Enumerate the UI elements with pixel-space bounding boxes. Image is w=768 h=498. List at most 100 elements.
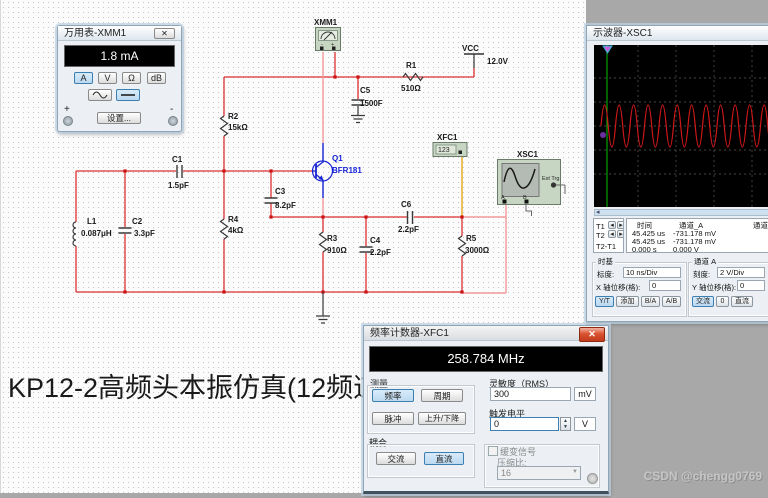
scope-h-scrollbar[interactable]: ◂ <box>594 209 768 216</box>
xsc1-instrument-icon[interactable]: XSC1 Ext Trg A B <box>497 150 566 216</box>
capacitor-c3[interactable]: C3 8.2pF <box>264 187 297 210</box>
timebase-group <box>592 262 687 317</box>
channel-a-zero-button[interactable]: 0 <box>716 296 729 307</box>
xfc1-instrument-icon[interactable]: XFC1 123 <box>432 133 468 157</box>
freq-counter-close-button[interactable]: ✕ <box>579 327 605 342</box>
channel-b-header: 通道_B <box>753 221 768 230</box>
r2-value: 15kΩ <box>228 123 248 132</box>
timebase-scale-value[interactable]: 10 ns/Div <box>623 267 681 278</box>
channel-a-group <box>688 262 768 317</box>
capacitor-c6[interactable]: C6 2.2pF <box>398 200 419 234</box>
timebase-ba-button[interactable]: B/A <box>641 296 660 307</box>
multimeter-db-button[interactable]: dB <box>147 72 166 84</box>
trigger-spinner[interactable]: ▲▼ <box>560 417 571 431</box>
c2-value: 3.3pF <box>134 229 155 238</box>
c6-value: 2.2pF <box>398 225 419 234</box>
c4-ref: C4 <box>370 236 381 245</box>
oscilloscope-titlebar[interactable]: 示波器-XSC1 <box>587 26 768 41</box>
scroll-left-icon[interactable]: ◂ <box>596 209 600 216</box>
channel-a-dc-button[interactable]: 直流 <box>731 296 753 307</box>
r3-value: 910Ω <box>327 246 347 255</box>
resistor-r4[interactable]: R4 4kΩ <box>219 215 244 240</box>
c4-value: 2.2pF <box>370 248 391 257</box>
xfc1-icon-display: 123 <box>438 147 450 154</box>
multimeter-voltage-button[interactable]: V <box>98 72 117 84</box>
ground-c5[interactable] <box>351 106 365 124</box>
timebase-add-button[interactable]: 添加 <box>616 296 639 307</box>
compression-ratio-dropdown[interactable]: 16 <box>497 466 581 480</box>
channel-a-ypos-value[interactable]: 0 <box>737 280 765 291</box>
multimeter-minus-terminal[interactable] <box>168 116 178 126</box>
multimeter-minus-terminal-label: - <box>170 104 174 115</box>
channel-a-scale-label: 刻度: <box>693 270 711 279</box>
watermark: CSDN @chengg0769 <box>643 469 762 483</box>
trigger-unit: V <box>574 417 596 431</box>
channel-a-header: 通道_A <box>679 221 704 230</box>
capacitor-c4[interactable]: C4 2.2pF <box>359 236 392 257</box>
vcc-source[interactable]: VCC 12.0V <box>462 44 509 68</box>
l1-ref: L1 <box>87 217 97 226</box>
c2-ref: C2 <box>132 217 143 226</box>
timebase-yt-button[interactable]: Y/T <box>595 296 614 307</box>
freq-counter-titlebar[interactable]: 频率计数器-XFC1 <box>364 326 608 341</box>
multimeter-current-button[interactable]: A <box>74 72 93 84</box>
measure-group <box>367 385 475 434</box>
resistor-r5[interactable]: R5 3000Ω <box>457 234 490 257</box>
wires[interactable] <box>75 52 475 293</box>
resistor-r2[interactable]: R2 15kΩ <box>219 112 249 137</box>
channel-a-scale-value[interactable]: 2 V/Div <box>717 267 765 278</box>
capacitor-c1[interactable]: C1 1.5pF <box>168 155 189 190</box>
multimeter-settings-button[interactable]: 设置... <box>97 112 141 124</box>
multimeter-plus-terminal[interactable] <box>63 116 73 126</box>
timebase-group-title: 时基 <box>596 256 615 267</box>
measure-period-button[interactable]: 周期 <box>421 389 463 402</box>
timebase-xpos-value[interactable]: 0 <box>649 280 681 291</box>
t2-left-arrow[interactable]: ◂ <box>608 230 616 238</box>
q1-ref: Q1 <box>332 154 343 163</box>
r4-ref: R4 <box>228 215 239 224</box>
resistor-r1[interactable]: R1 510Ω <box>401 61 424 93</box>
close-icon: ✕ <box>161 29 168 38</box>
measure-frequency-button[interactable]: 频率 <box>372 389 414 402</box>
trigger-input[interactable]: 0 <box>490 417 559 431</box>
coupling-ac-button[interactable]: 交流 <box>376 452 416 465</box>
annotation-text[interactable]: KP12-2高频头本振仿真(12频道) <box>8 373 390 403</box>
multimeter-dc-button[interactable] <box>116 89 140 101</box>
multimeter-plus-terminal-label: + <box>64 104 70 115</box>
r5-value: 3000Ω <box>465 246 490 255</box>
measure-rise-fall-button[interactable]: 上升/下降 <box>418 412 466 425</box>
xmm1-minus-label: - <box>321 42 323 48</box>
slow-signal-group <box>484 444 600 488</box>
close-icon: ✕ <box>588 329 596 339</box>
sensitivity-input[interactable]: 300 <box>490 387 571 401</box>
vcc-ref: VCC <box>462 44 479 53</box>
t1-left-arrow[interactable]: ◂ <box>608 221 616 229</box>
capacitor-c5[interactable]: C5 1500F <box>351 86 383 108</box>
schematic[interactable]: VCC 12.0V R1 510Ω R2 15kΩ R4 4kΩ R3 910Ω… <box>1 0 586 493</box>
scope-cursor-handle-icon[interactable] <box>602 45 613 54</box>
xmm1-icon-label: XMM1 <box>314 18 338 27</box>
transistor-q1[interactable]: Q1 BFR181 <box>311 143 363 198</box>
r5-ref: R5 <box>466 234 477 243</box>
multimeter-ac-button[interactable] <box>88 89 112 101</box>
dropdown-arrow-icon: ▼ <box>572 469 578 475</box>
resistor-r3[interactable]: R3 910Ω <box>318 231 348 255</box>
ground-rail[interactable] <box>316 292 330 324</box>
channel-a-ac-button[interactable]: 交流 <box>692 296 714 307</box>
capacitor-c2[interactable]: C2 3.3pF <box>118 217 156 238</box>
t2-right-arrow[interactable]: ▸ <box>617 230 623 238</box>
multimeter-resistance-button[interactable]: Ω <box>122 72 141 84</box>
probe-wires[interactable] <box>322 52 507 294</box>
coupling-dc-button[interactable]: 直流 <box>424 452 464 465</box>
timebase-xpos-label: X 轴位移(格): <box>596 283 641 292</box>
t1-right-arrow[interactable]: ▸ <box>617 221 623 229</box>
xmm1-instrument-icon[interactable]: XMM1 - + <box>314 18 341 51</box>
timebase-ab-button[interactable]: A/B <box>662 296 681 307</box>
slow-signal-checkbox[interactable] <box>488 446 498 456</box>
measure-pulse-button[interactable]: 脉冲 <box>372 412 414 425</box>
freq-counter-terminal <box>587 473 598 484</box>
multimeter-titlebar[interactable]: 万用表-XMM1 <box>58 26 181 41</box>
inductor-l1[interactable]: L1 0.087μH <box>72 217 112 247</box>
multimeter-close-button[interactable]: ✕ <box>154 28 175 39</box>
compression-ratio-label: 压缩比: <box>497 458 527 468</box>
